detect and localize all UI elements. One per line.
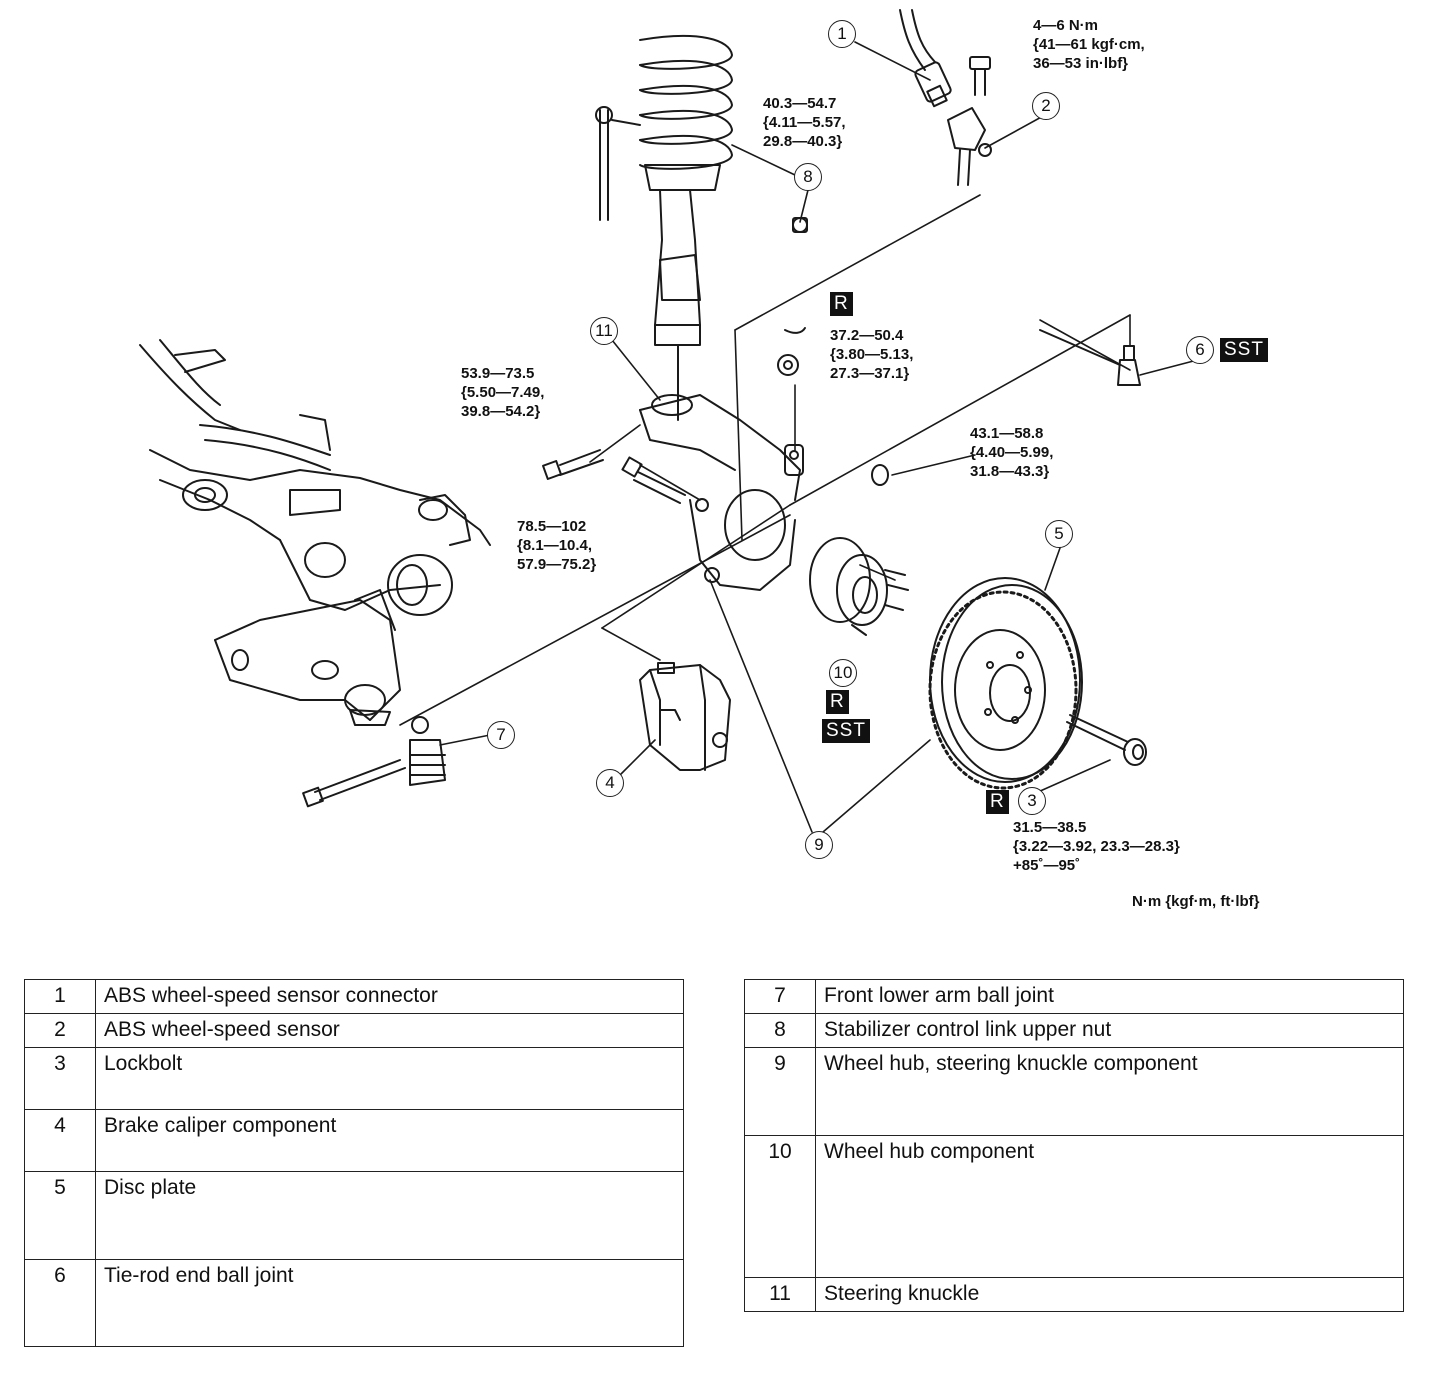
part-number: 7 (744, 979, 816, 1014)
table-row: 6 Tie-rod end ball joint (24, 1259, 684, 1347)
part-name: Lockbolt (95, 1047, 684, 1110)
part-name: Tie-rod end ball joint (95, 1259, 684, 1347)
sst-badge: SST (822, 719, 870, 743)
torque-lockbolt: 31.5—38.5 {3.22—3.92, 23.3—28.3} +85˚—95… (1013, 819, 1180, 874)
callout-4: 4 (596, 769, 624, 797)
part-number: 5 (24, 1171, 96, 1260)
part-name: Wheel hub component (815, 1135, 1404, 1278)
wheel-hub-part (809, 537, 909, 636)
torque-ball-joint-bolt: 78.5—102 {8.1—10.4, 57.9—75.2} (517, 518, 597, 573)
part-number: 8 (744, 1013, 816, 1048)
table-row: 5 Disc plate (24, 1171, 684, 1260)
torque-strut-bolt: 53.9—73.5 {5.50—7.49, 39.8—54.2} (461, 365, 545, 420)
part-name: Stabilizer control link upper nut (815, 1013, 1404, 1048)
crossmember-lower-arm (149, 449, 491, 726)
replace-badge: R (826, 690, 849, 714)
callout-2: 2 (1032, 92, 1060, 120)
steering-knuckle-part (639, 327, 806, 591)
brake-caliper-part (639, 662, 731, 771)
parts-legend-left: 1 ABS wheel-speed sensor connector 2 ABS… (24, 979, 684, 1347)
part-number: 9 (744, 1047, 816, 1136)
part-name: Steering knuckle (815, 1277, 1404, 1312)
sst-badge: SST (1220, 338, 1268, 362)
callout-7: 7 (487, 721, 515, 749)
parts-legend-right: 7 Front lower arm ball joint 8 Stabilize… (744, 979, 1404, 1312)
stabilizer-bar (139, 339, 331, 471)
torque-stabilizer-link-nut: 40.3—54.7 {4.11—5.57, 29.8—40.3} (763, 95, 846, 150)
callout-10: 10 (829, 659, 857, 687)
callout-1: 1 (828, 20, 856, 48)
torque-knuckle-upper-nut: 37.2—50.4 {3.80—5.13, 27.3—37.1} (830, 327, 914, 382)
part-number: 4 (24, 1109, 96, 1172)
callout-5: 5 (1045, 520, 1073, 548)
torque-abs-sensor-bolt: 4—6 N·m {41—61 kgf·cm, 36—53 in·lbf} (1033, 17, 1145, 72)
stabilizer-nut-part (792, 217, 808, 233)
table-row: 3 Lockbolt (24, 1047, 684, 1110)
table-row: 9 Wheel hub, steering knuckle component (744, 1047, 1404, 1136)
table-row: 7 Front lower arm ball joint (744, 979, 1404, 1014)
part-name: Wheel hub, steering knuckle component (815, 1047, 1404, 1136)
table-row: 1 ABS wheel-speed sensor connector (24, 979, 684, 1014)
lockbolt-part (1066, 714, 1147, 766)
part-name: Disc plate (95, 1171, 684, 1260)
torque-units-label: N·m {kgf·m, ft·lbf} (1132, 893, 1260, 910)
table-row: 2 ABS wheel-speed sensor (24, 1013, 684, 1048)
replace-badge: R (986, 790, 1009, 814)
leader-lines (399, 41, 1206, 833)
callout-9: 9 (805, 831, 833, 859)
callout-6: 6 (1186, 336, 1214, 364)
torque-tie-rod-nut: 43.1—58.8 {4.40—5.99, 31.8—43.3} (970, 425, 1054, 480)
part-number: 1 (24, 979, 96, 1014)
part-number: 11 (744, 1277, 816, 1312)
disc-plate-part (928, 577, 1083, 790)
table-row: 4 Brake caliper component (24, 1109, 684, 1172)
table-row: 11 Steering knuckle (744, 1277, 1404, 1312)
abs-sensor-part (947, 56, 992, 186)
callout-3: 3 (1018, 787, 1046, 815)
callout-11: 11 (590, 317, 618, 345)
replace-badge: R (830, 292, 853, 316)
front-suspension-exploded-diagram (139, 9, 1206, 833)
strut-assembly (595, 34, 808, 421)
tie-rod-end-part (1039, 329, 1141, 386)
part-name: ABS wheel-speed sensor (95, 1013, 684, 1048)
part-name: Brake caliper component (95, 1109, 684, 1172)
part-number: 3 (24, 1047, 96, 1110)
table-row: 8 Stabilizer control link upper nut (744, 1013, 1404, 1048)
part-name: ABS wheel-speed sensor connector (95, 979, 684, 1014)
abs-connector-part (899, 9, 952, 108)
part-number: 10 (744, 1135, 816, 1278)
ball-joint-part (302, 716, 446, 808)
part-name: Front lower arm ball joint (815, 979, 1404, 1014)
callout-8: 8 (794, 163, 822, 191)
part-number: 6 (24, 1259, 96, 1347)
knuckle-bolts (542, 449, 889, 504)
table-row: 10 Wheel hub component (744, 1135, 1404, 1278)
part-number: 2 (24, 1013, 96, 1048)
